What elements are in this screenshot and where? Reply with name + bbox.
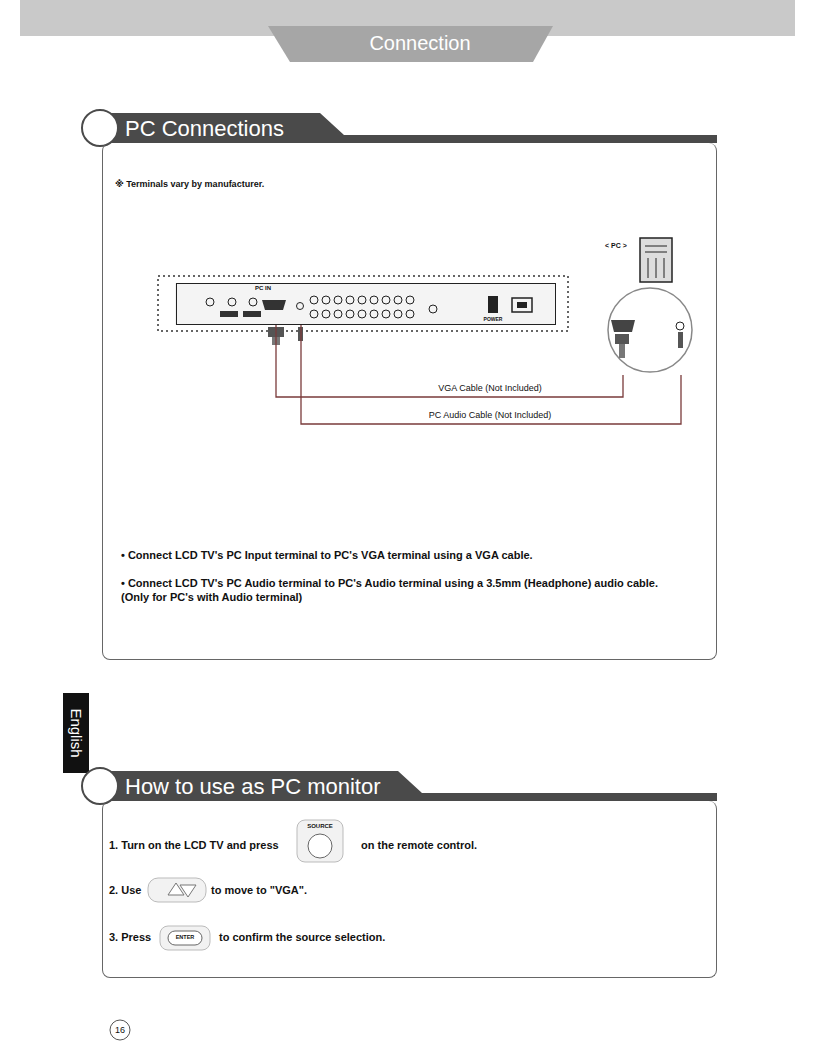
node-text: • Connect LCD TV's PC Input terminal to … bbox=[121, 549, 533, 563]
source-button bbox=[297, 820, 343, 862]
node-text: to confirm the source selection. bbox=[219, 931, 385, 945]
node-text: ※ Terminals vary by manufacturer. bbox=[115, 179, 264, 190]
pc-illustration bbox=[608, 238, 692, 372]
page-number: 16 bbox=[115, 1025, 125, 1036]
heading-circle bbox=[82, 768, 118, 804]
page-title: Connection bbox=[369, 31, 470, 55]
section-panel: PC Connections※ Terminals vary by manufa… bbox=[102, 143, 717, 660]
node-text: on the remote control. bbox=[361, 839, 477, 853]
arrow-buttons bbox=[148, 878, 206, 902]
cable-line bbox=[301, 325, 681, 424]
language-tab bbox=[63, 693, 89, 773]
node-text: PC IN bbox=[255, 285, 271, 293]
port-label: POWER bbox=[484, 316, 503, 322]
button-label: ENTER bbox=[176, 934, 195, 941]
enter-button bbox=[160, 926, 210, 950]
node-text: 3. Press bbox=[109, 931, 151, 945]
heading-bar bbox=[100, 771, 717, 801]
cable-line bbox=[276, 325, 623, 397]
section-heading: PC Connections bbox=[125, 115, 284, 143]
section-heading: How to use as PC monitor bbox=[125, 773, 381, 801]
tv-back-panel bbox=[158, 276, 568, 345]
page-number-circle bbox=[110, 1020, 130, 1040]
cable-label: PC Audio Cable (Not Included) bbox=[427, 410, 554, 421]
language-tab-label: English bbox=[67, 708, 85, 757]
node-text: 1. Turn on the LCD TV and press bbox=[109, 839, 279, 853]
section-panel: How to use as PC monitor1. Turn on the L… bbox=[102, 801, 717, 978]
header-tab bbox=[268, 26, 553, 62]
node-text: to move to "VGA". bbox=[211, 884, 307, 898]
heading-circle bbox=[82, 110, 118, 146]
cable-label: VGA Cable (Not Included) bbox=[436, 383, 544, 394]
node-text: < PC > bbox=[605, 242, 627, 251]
node-text: • Connect LCD TV's PC Audio terminal to … bbox=[121, 577, 681, 605]
node-text: 2. Use bbox=[109, 884, 141, 898]
pc-figure: < PC > bbox=[601, 238, 693, 375]
button-label: SOURCE bbox=[307, 823, 333, 830]
heading-bar bbox=[100, 113, 717, 143]
